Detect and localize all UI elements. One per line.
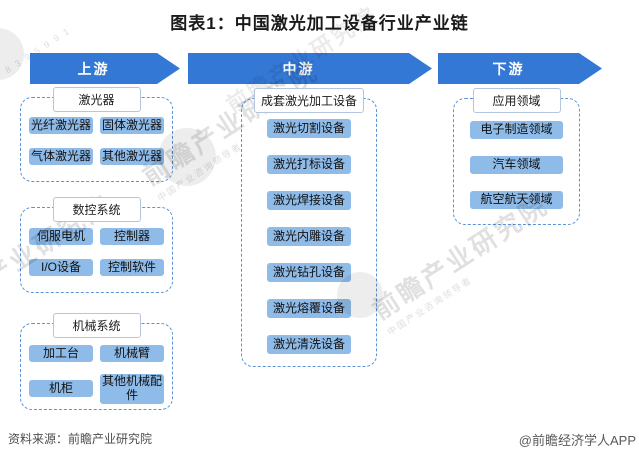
watermark-subtext: 中国产业咨询领导者: [385, 274, 475, 338]
chain-item: 激光清洗设备: [267, 335, 351, 354]
source-note: 资料来源：前瞻产业研究院: [8, 432, 153, 446]
app-credit: @前瞻经济学人APP: [518, 433, 636, 448]
chain-item: 控制软件: [100, 259, 164, 276]
chain-item: 加工台: [29, 345, 93, 362]
chain-item: 光纤激光器: [29, 117, 93, 134]
stage-arrow-downstream: 下游: [438, 53, 602, 84]
stage-arrow-upstream: 上游: [30, 53, 180, 84]
chain-item: 机械臂: [100, 345, 164, 362]
group-cnc-system: 数控系统 伺服电机 控制器 I/O设备 控制软件: [20, 197, 173, 293]
chain-item: 机柜: [29, 380, 93, 398]
chain-item: 电子制造领域: [470, 121, 563, 139]
chain-item: 汽车领域: [470, 156, 563, 174]
group-laser-items: 光纤激光器 固体激光器 气体激光器 其他激光器: [21, 98, 172, 165]
group-mechanical-system: 机械系统 加工台 机械臂 机柜 其他机械配件: [20, 313, 173, 410]
group-mid-header: 成套激光加工设备: [253, 88, 365, 113]
stage-label-downstream: 下游: [492, 60, 525, 77]
chain-item: 激光熔覆设备: [267, 299, 351, 318]
group-mech-header: 机械系统: [52, 313, 141, 338]
chain-item: 航空航天领域: [470, 191, 563, 209]
chain-item: 固体激光器: [100, 117, 164, 134]
chain-item: 激光钻孔设备: [267, 263, 351, 282]
chain-item: 控制器: [100, 228, 164, 245]
group-laser-equipment: 成套激光加工设备 激光切割设备 激光打标设备 激光焊接设备 激光内雕设备 激光钻…: [241, 88, 377, 367]
group-cnc-header: 数控系统: [52, 197, 141, 222]
group-mid-items: 激光切割设备 激光打标设备 激光焊接设备 激光内雕设备 激光钻孔设备 激光熔覆设…: [242, 99, 376, 354]
chain-item: I/O设备: [29, 259, 93, 276]
group-down-items: 电子制造领域 汽车领域 航空航天领域: [454, 99, 579, 209]
stage-arrow-midstream: 中游: [188, 53, 432, 84]
stage-label-upstream: 上游: [77, 60, 110, 77]
chain-item: 激光内雕设备: [267, 227, 351, 246]
group-down-header: 应用领域: [472, 88, 561, 113]
chain-item: 激光打标设备: [267, 155, 351, 174]
watermark-logo-icon: [0, 28, 24, 80]
stage-label-midstream: 中游: [282, 60, 315, 77]
chain-item: 激光焊接设备: [267, 191, 351, 210]
group-application-fields: 应用领域 电子制造领域 汽车领域 航空航天领域: [453, 88, 580, 225]
group-mech-items: 加工台 机械臂 机柜 其他机械配件: [21, 324, 172, 404]
figure-title: 图表1：中国激光加工设备行业产业链: [170, 14, 469, 33]
chain-item: 其他机械配件: [100, 374, 164, 404]
chain-item: 其他激光器: [100, 148, 164, 165]
chain-item: 伺服电机: [29, 228, 93, 245]
group-cnc-items: 伺服电机 控制器 I/O设备 控制软件: [21, 208, 172, 276]
group-laser: 激光器 光纤激光器 固体激光器 气体激光器 其他激光器: [20, 87, 173, 182]
chain-item: 气体激光器: [29, 148, 93, 165]
group-laser-header: 激光器: [52, 87, 141, 112]
chain-item: 激光切割设备: [267, 119, 351, 138]
